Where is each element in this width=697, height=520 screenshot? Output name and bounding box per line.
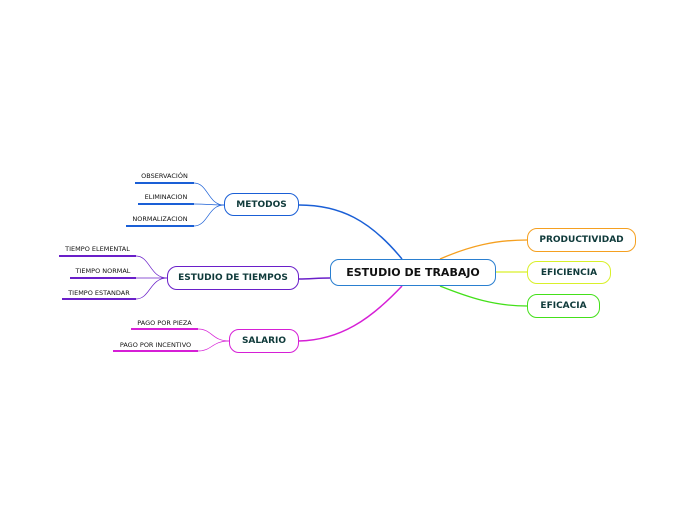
subtopic-tiempo-normal[interactable]: TIEMPO NORMAL: [75, 267, 131, 275]
connector-salario: [298, 285, 403, 342]
sub-connector-observacion: [193, 182, 225, 206]
central-topic[interactable]: ESTUDIO DE TRABAJO: [330, 259, 496, 286]
subtopic-eliminacion[interactable]: ELIMINACION: [144, 193, 188, 201]
topic-metodos[interactable]: METODOS: [224, 193, 299, 216]
sub-connector-pago-incentivo: [197, 340, 230, 352]
sub-connector-tiempo-estandar: [135, 277, 168, 300]
topic-productividad[interactable]: PRODUCTIVIDAD: [527, 228, 636, 252]
sub-connector-pago-pieza: [197, 328, 230, 342]
connector-eficacia: [439, 285, 528, 307]
subtopic-normalizacion[interactable]: NORMALIZACION: [132, 215, 188, 223]
topic-salario[interactable]: SALARIO: [229, 329, 299, 353]
connector-estudio-tiempos: [298, 277, 331, 280]
subtopic-tiempo-estandar[interactable]: TIEMPO ESTANDAR: [68, 289, 130, 297]
topic-eficiencia[interactable]: EFICIENCIA: [527, 261, 611, 284]
topic-eficacia[interactable]: EFICACIA: [527, 294, 600, 318]
subtopic-pago-por-incentivo[interactable]: PAGO POR INCENTIVO: [119, 341, 192, 349]
subtopic-tiempo-elemental[interactable]: TIEMPO ELEMENTAL: [65, 245, 130, 253]
connector-metodos: [298, 204, 403, 260]
sub-connector-tiempo-elemental: [135, 255, 168, 279]
topic-estudio-de-tiempos[interactable]: ESTUDIO DE TIEMPOS: [167, 266, 299, 290]
subtopic-observacion[interactable]: OBSERVACIÓN: [141, 172, 188, 180]
sub-connector-normalizacion: [193, 204, 225, 227]
subtopic-pago-por-pieza[interactable]: PAGO POR PIEZA: [137, 319, 192, 327]
connector-productividad: [439, 239, 528, 260]
